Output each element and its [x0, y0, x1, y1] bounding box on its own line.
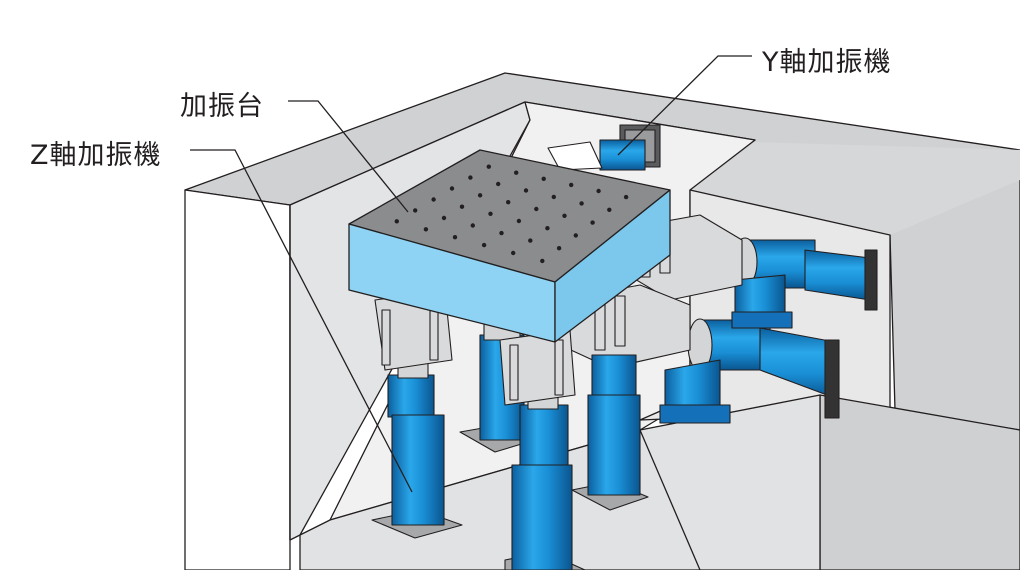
leader-lines: [190, 55, 752, 493]
bolt-hole: [623, 194, 629, 200]
leader-table: [288, 100, 409, 213]
z-actuator-front-center: [511, 394, 573, 570]
bolt-hole: [468, 175, 473, 180]
shaking-table: [348, 149, 671, 343]
bolt-hole: [516, 218, 522, 224]
z-axis-shakers: [371, 289, 649, 570]
bolt-hole: [562, 213, 567, 218]
bolt-hole: [431, 197, 436, 202]
bolt-hole: [413, 208, 418, 213]
y-actuator-back: [547, 124, 661, 171]
bolt-hole: [488, 211, 493, 216]
bolt-hole: [506, 200, 511, 205]
bolt-hole: [470, 223, 475, 228]
bolt-hole: [551, 194, 556, 200]
bolt-hole: [452, 235, 458, 240]
bolt-hole: [545, 226, 550, 231]
label-table: 加振台: [180, 91, 264, 122]
bolt-hole: [423, 227, 429, 232]
bolt-hole: [607, 207, 612, 212]
bolt-hole: [514, 170, 519, 175]
bolt-hole: [569, 182, 574, 188]
bolt-hole: [499, 230, 504, 236]
label-y-shaker: Y軸加振機: [762, 47, 892, 78]
bolt-hole: [523, 188, 529, 193]
bolt-hole: [511, 250, 516, 256]
bolt-hole: [528, 238, 533, 243]
bolt-hole: [579, 201, 584, 206]
leader-z-shaker: [190, 149, 413, 493]
bolt-hole: [590, 220, 595, 225]
bolt-hole: [556, 246, 562, 251]
bolt-hole: [596, 188, 601, 194]
y-actuator-upper: [731, 237, 878, 329]
table-bolt-holes: [394, 164, 629, 264]
z-actuator-back-right: [587, 354, 641, 496]
label-z-shaker: Z軸加振機: [30, 140, 162, 171]
leader-y-shaker: [617, 55, 752, 156]
bolt-hole: [481, 242, 487, 248]
bolt-hole: [541, 176, 546, 181]
bolt-hole: [486, 164, 491, 169]
bolt-hole: [394, 219, 399, 224]
bolt-hole: [441, 215, 447, 221]
bolt-hole: [459, 204, 465, 209]
bolt-hole: [477, 193, 483, 198]
bolt-hole: [540, 258, 545, 264]
bolt-hole: [534, 206, 539, 212]
bolt-hole: [449, 186, 455, 191]
bolt-hole: [573, 233, 578, 238]
bolt-hole: [496, 181, 501, 187]
